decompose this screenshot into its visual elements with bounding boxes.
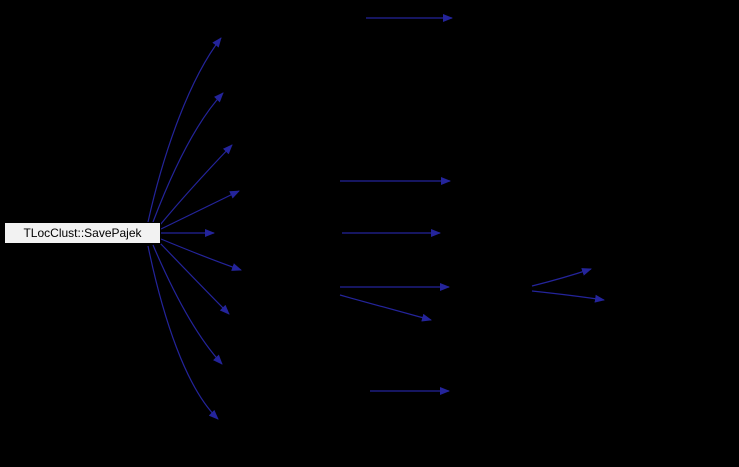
graph-edge: [531, 268, 592, 287]
graph-edge: [152, 244, 223, 365]
graph-edge: [152, 92, 224, 223]
graph-edge: [160, 190, 240, 230]
graph-edge: [160, 238, 242, 271]
graph-edge: [147, 245, 219, 420]
graph-edge-group: [147, 14, 605, 420]
graph-node-label: TLocClust::SavePajek: [23, 226, 142, 240]
graph-edge: [159, 144, 233, 226]
graph-edge: [147, 37, 222, 223]
graph-edge: [158, 241, 230, 315]
graph-edge: [339, 294, 432, 322]
graph-edge: [531, 290, 605, 303]
graph-node-savepajek[interactable]: TLocClust::SavePajek: [4, 222, 161, 244]
